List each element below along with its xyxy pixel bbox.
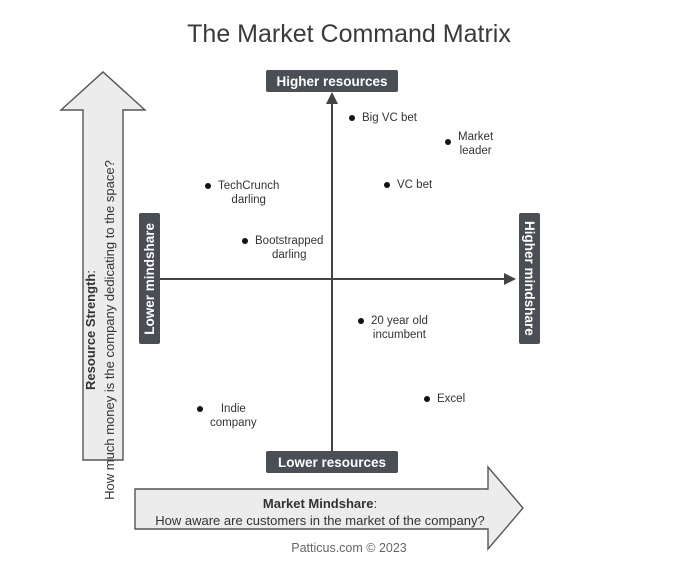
- point-bootstrapped-darling: Bootstrapped darling: [242, 234, 323, 262]
- point-label-line1: TechCrunch: [218, 180, 280, 192]
- point-dot: [205, 183, 211, 189]
- point-dot: [445, 139, 451, 145]
- point-label-line1: Indie: [220, 403, 246, 415]
- point-dot: [349, 115, 355, 121]
- market-mindshare-label: Market Mindshare: How aware are customer…: [150, 495, 490, 529]
- point-label: VC bet: [397, 179, 433, 191]
- vertical-axis-arrowhead: [326, 92, 338, 104]
- point-dot: [384, 182, 390, 188]
- point-vc-bet: VC bet: [384, 178, 432, 192]
- point-label-line1: 20 year old: [371, 315, 428, 327]
- market-mindshare-question: How aware are customers in the market of…: [155, 513, 485, 528]
- tag-higher-resources: Higher resources: [266, 70, 398, 92]
- point-label-line2: leader: [459, 145, 492, 157]
- point-label: Big VC bet: [362, 112, 417, 124]
- tag-lower-mindshare: Lower mindshare: [139, 213, 160, 344]
- horizontal-big-arrow: [134, 465, 524, 551]
- tag-higher-mindshare: Higher mindshare: [519, 213, 540, 344]
- diagram-title: The Market Command Matrix: [187, 20, 511, 48]
- point-label-line1: Bootstrapped: [255, 235, 324, 247]
- tag-lower-mindshare-text: Lower mindshare: [142, 222, 157, 335]
- point-techcrunch-darling: TechCrunch darling: [205, 179, 279, 207]
- point-label-line2: company: [210, 417, 257, 429]
- resource-strength-question: How much money is the company dedicating…: [102, 160, 117, 500]
- point-label: Excel: [437, 393, 466, 405]
- point-label-line2: darling: [231, 194, 266, 206]
- point-excel: Excel: [424, 392, 465, 406]
- point-label-line1: Market: [458, 131, 494, 143]
- point-indie-company: Indie company: [197, 402, 257, 430]
- point-dot: [197, 406, 203, 412]
- tag-lower-resources: Lower resources: [266, 451, 398, 473]
- resource-strength-label: Resource Strength: How much money is the…: [81, 140, 125, 520]
- vertical-big-arrow: [59, 71, 147, 461]
- point-market-leader: Market leader: [445, 130, 493, 158]
- horizontal-axis-arrowhead: [504, 273, 516, 285]
- point-label-line2: incumbent: [372, 329, 426, 341]
- footer-credit: Patticus.com © 2023: [291, 541, 407, 555]
- point-dot: [424, 396, 430, 402]
- market-mindshare-name: Market Mindshare: [262, 496, 374, 511]
- point-big-vc-bet: Big VC bet: [349, 111, 417, 125]
- tag-higher-mindshare-text: Higher mindshare: [522, 221, 537, 336]
- point-dot: [358, 318, 364, 324]
- point-label-line2: darling: [271, 249, 307, 261]
- resource-strength-name: Resource Strength: [83, 273, 98, 390]
- point-20-year-old-incumbent: 20 year old incumbent: [358, 314, 428, 342]
- point-dot: [242, 238, 248, 244]
